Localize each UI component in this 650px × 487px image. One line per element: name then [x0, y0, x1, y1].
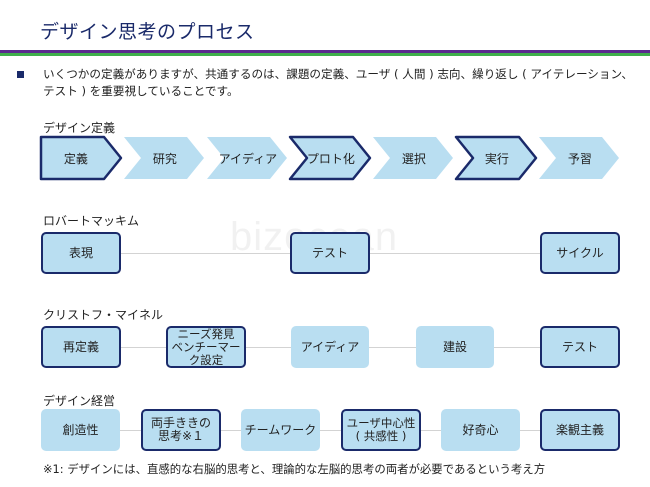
meinel-box-test: テスト: [540, 326, 620, 368]
mckim-box-test: テスト: [290, 232, 370, 274]
title-rule-green: [0, 53, 650, 56]
chevron-step-label-2: 研究: [152, 152, 177, 166]
chevron-step-label-7: 予習: [567, 152, 592, 166]
bullet-square-icon: [17, 71, 24, 78]
management-box-user-centered: ユーザ中心性 ( 共感性 ): [341, 409, 421, 451]
title-rule-purple: [0, 50, 650, 53]
management-connector-line: [120, 430, 540, 431]
chevron-step-1: [39, 135, 123, 181]
chevron-step-3: [207, 137, 287, 179]
chevron-step-2: [124, 137, 204, 179]
meinel-box-needs-discovery: ニーズ発見 ベンチーマーク設定: [166, 326, 246, 368]
section-label-christoph-meinel: クリストフ・マイネル: [43, 308, 164, 322]
section-label-design-definition: デザイン定義: [43, 121, 116, 135]
section-label-robert-mckim: ロバートマッキム: [43, 214, 140, 228]
chevron-step-label-4: プロト化: [306, 152, 355, 166]
management-box-ambidextrous: 両手ききの 思考※１: [141, 409, 221, 451]
chevron-step-5: [373, 137, 453, 179]
chevron-step-7: [539, 137, 619, 179]
chevron-step-4: [288, 135, 372, 181]
section-label-design-management: デザイン経営: [43, 394, 116, 408]
management-box-curiosity: 好奇心: [441, 409, 520, 451]
meinel-box-idea: アイディア: [291, 326, 369, 368]
chevron-step-6: [454, 135, 538, 181]
meinel-box-redefine: 再定義: [41, 326, 121, 368]
page-title: デザイン思考のプロセス: [40, 21, 255, 43]
footnote: ※1: デザインには、直感的な右脳的思考と、理論的な左脳的思考の両者が必要である…: [43, 462, 546, 476]
meinel-box-build: 建設: [416, 326, 494, 368]
intro-text: いくつかの定義がありますが、共通するのは、課題の定義、ユーザ ( 人間 ) 志向…: [43, 67, 633, 98]
mckim-box-cycle: サイクル: [540, 232, 620, 274]
chevron-step-label-6: 実行: [484, 152, 509, 166]
management-box-teamwork: チームワーク: [241, 409, 320, 451]
mckim-box-expression: 表現: [41, 232, 121, 274]
chevron-step-label-3: アイディア: [218, 152, 278, 166]
management-box-optimism: 楽観主義: [540, 409, 620, 451]
management-box-creativity: 創造性: [41, 409, 120, 451]
chevron-step-label-1: 定義: [63, 152, 88, 166]
chevron-step-label-5: 選択: [401, 152, 426, 166]
